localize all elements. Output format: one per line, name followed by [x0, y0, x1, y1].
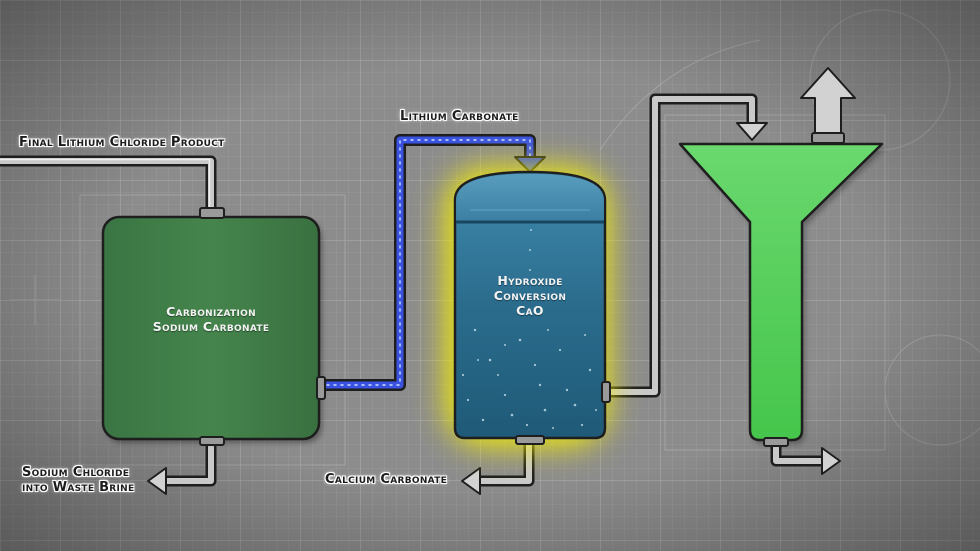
pipe-flange — [811, 132, 845, 144]
carbonization-label-line2: Sodium Carbonate — [152, 319, 270, 334]
final-product-label: Final Lithium Chloride Product — [19, 135, 225, 150]
hydroxide-label-line2: Conversion — [493, 288, 567, 303]
sodium-chloride-label: Sodium Chloride into Waste Brine — [22, 465, 134, 495]
lithium-carbonate-label: Lithium Carbonate — [400, 109, 519, 124]
sodium-chloride-label-line1: Sodium Chloride — [22, 465, 130, 480]
arrows — [147, 67, 856, 495]
pipe-flange — [763, 437, 789, 447]
calcium-carbonate-label: Calcium Carbonate — [325, 472, 448, 487]
pipes — [0, 93, 828, 487]
pipe-flange — [199, 207, 225, 219]
arrow-down-icon — [736, 122, 768, 141]
arrow-right-icon — [821, 447, 841, 475]
arrow-left-icon — [147, 467, 167, 495]
carbonization-label-line1: Carbonization — [166, 304, 256, 319]
arrow-down-icon — [514, 156, 546, 173]
hydroxide-tank-label: Hydroxide Conversion CaO — [460, 273, 600, 318]
pipe-flange — [601, 381, 611, 403]
carbonization-tank-label: Carbonization Sodium Carbonate — [113, 304, 309, 334]
arrow-left-icon — [461, 467, 481, 495]
pipe-flange — [199, 436, 225, 446]
sodium-chloride-label-line2: into Waste Brine — [22, 480, 135, 495]
hydroxide-label-line1: Hydroxide — [497, 273, 563, 288]
hydroxide-label-line3: CaO — [516, 303, 544, 318]
pipe-flange — [515, 435, 545, 445]
pipe-flange — [316, 376, 326, 400]
arrow-up-icon — [800, 67, 856, 134]
carbonization-tank — [101, 207, 326, 446]
bubbles — [461, 229, 597, 429]
hydroxide-tank — [446, 168, 611, 446]
funnel-separator — [678, 132, 885, 447]
